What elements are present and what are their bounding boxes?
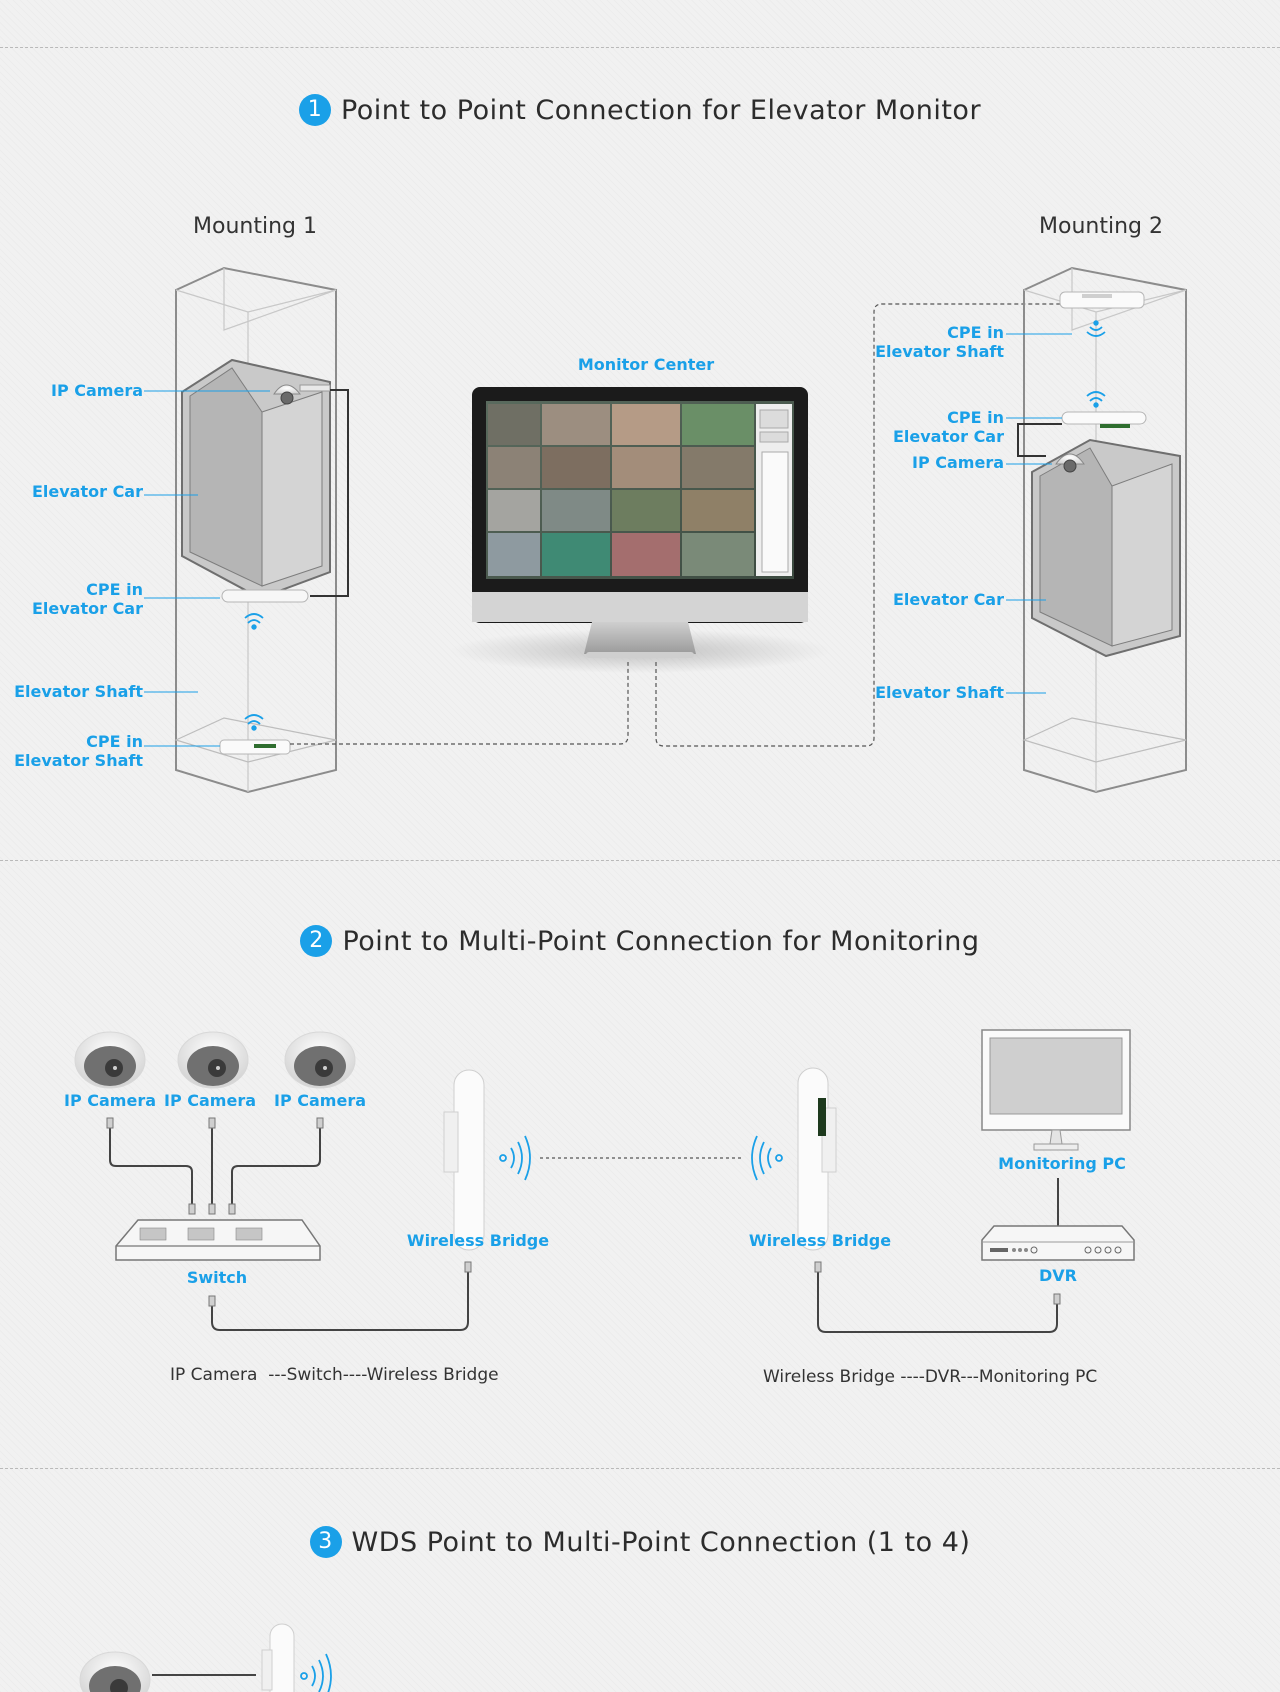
link-mount1-to-monitor [290,662,629,745]
section-3-title-text: WDS Point to Multi-Point Connection (1 t… [351,1527,971,1558]
m1-cpe-car-line2: Elevator Car [31,599,143,618]
m1-elevator-shaft-label: Elevator Shaft [14,682,143,701]
bridge-left-connectors [208,1261,472,1307]
leader-lines-left [144,390,270,747]
camera-dome-2 [177,1031,249,1089]
section-1-title: 1 Point to Point Connection for Elevator … [0,94,1280,126]
wireless-bridge-left [443,1069,485,1251]
wifi-signal-shaft-right [1086,320,1106,337]
wifi-signal-shaft-left [244,714,264,731]
m1-cpe-shaft-label: CPE in Elevator Shaft [14,732,143,770]
mounting-2-heading: Mounting 2 [1039,214,1163,239]
ip-camera-right [1055,453,1085,473]
camera-1-label: IP Camera [64,1091,156,1110]
wireless-bridge-right-label: Wireless Bridge [748,1231,892,1250]
bridge-right-connectors [814,1261,1061,1305]
monitoring-pc-label: Monitoring PC [998,1154,1126,1173]
signal-waves-section3 [300,1653,332,1692]
m1-ip-camera-label: IP Camera [51,381,143,400]
section-2-title-text: Point to Multi-Point Connection for Moni… [342,926,980,957]
m2-cpe-car-label: CPE in Elevator Car [893,408,1004,446]
m1-cpe-car-line1: CPE in [86,580,143,599]
link-mount2-to-monitor [655,303,1060,747]
m2-cpe-shaft-line2: Elevator Shaft [875,342,1004,361]
leader-lines-right [1006,333,1072,694]
camera-to-switch-cables [109,1124,321,1210]
network-switch [115,1219,321,1261]
cpe-shaft-left [219,739,291,755]
section-divider-1 [0,860,1280,861]
m1-cpe-car-label: CPE in Elevator Car [32,580,143,618]
monitoring-pc [981,1029,1131,1151]
camera-3-label: IP Camera [274,1091,366,1110]
section-3-title: 3 WDS Point to Multi-Point Connection (1 … [0,1526,1280,1558]
section-1-title-text: Point to Point Connection for Elevator M… [340,95,982,126]
elevator-car-left [181,358,331,600]
section-1-number-badge: 1 [298,94,331,126]
wireless-bridge-right [797,1067,837,1251]
section-divider-2 [0,1468,1280,1469]
camera-dome-3 [284,1031,356,1089]
section-2-title: 2 Point to Multi-Point Connection for Mon… [0,925,1280,957]
m1-elevator-car-label: Elevator Car [31,482,143,501]
cable-camera-to-cpe-left [310,389,349,597]
caption-right-chain: Wireless Bridge ----DVR---Monitoring PC [763,1367,1098,1387]
caption-left-chain: IP Camera ---Switch----Wireless Bridge [170,1365,499,1385]
cpe-car-left [221,589,309,603]
m1-cpe-shaft-line1: CPE in [86,732,143,751]
bridge-to-dvr-cable [817,1268,1058,1333]
m2-cpe-car-line2: Elevator Car [892,427,1004,446]
ip-camera-left [273,384,331,405]
m2-elevator-shaft-label: Elevator Shaft [875,683,1004,702]
switch-to-bridge-cable [211,1268,469,1331]
section-divider-top [0,47,1280,48]
camera-dome-section3 [79,1651,151,1692]
wireless-bridge-section3 [261,1623,295,1692]
monitor-screen-feeds [488,404,792,576]
section-2-number-badge: 2 [300,925,333,957]
cable-camera-to-cpe-right [1017,423,1062,457]
camera-2-label: IP Camera [164,1091,256,1110]
m1-cpe-shaft-line2: Elevator Shaft [14,751,143,770]
wifi-signal-car-right [1086,391,1106,408]
m2-cpe-shaft-label: CPE in Elevator Shaft [875,323,1004,361]
cpe-car-right [1061,411,1147,428]
elevator-car-right [1031,438,1181,658]
switch-label: Switch [186,1268,248,1287]
wifi-signal-car-left [244,613,264,630]
m2-cpe-shaft-line1: CPE in [947,323,1004,342]
mounting-1-heading: Mounting 1 [193,214,317,239]
m2-elevator-car-label: Elevator Car [892,590,1004,609]
cpe-shaft-right [1059,291,1145,309]
camera-dome-1 [74,1031,146,1089]
m2-ip-camera-label: IP Camera [912,453,1004,472]
dvr-box [981,1225,1135,1261]
m2-cpe-car-line1: CPE in [947,408,1004,427]
dvr-label: DVR [1039,1266,1077,1285]
monitor-center-label: Monitor Center [577,355,715,374]
signal-waves-left [499,1135,531,1181]
rj45-connectors [106,1117,324,1215]
wireless-bridge-left-label: Wireless Bridge [406,1231,550,1250]
signal-waves-right [751,1135,783,1181]
section-3-number-badge: 3 [309,1526,342,1558]
